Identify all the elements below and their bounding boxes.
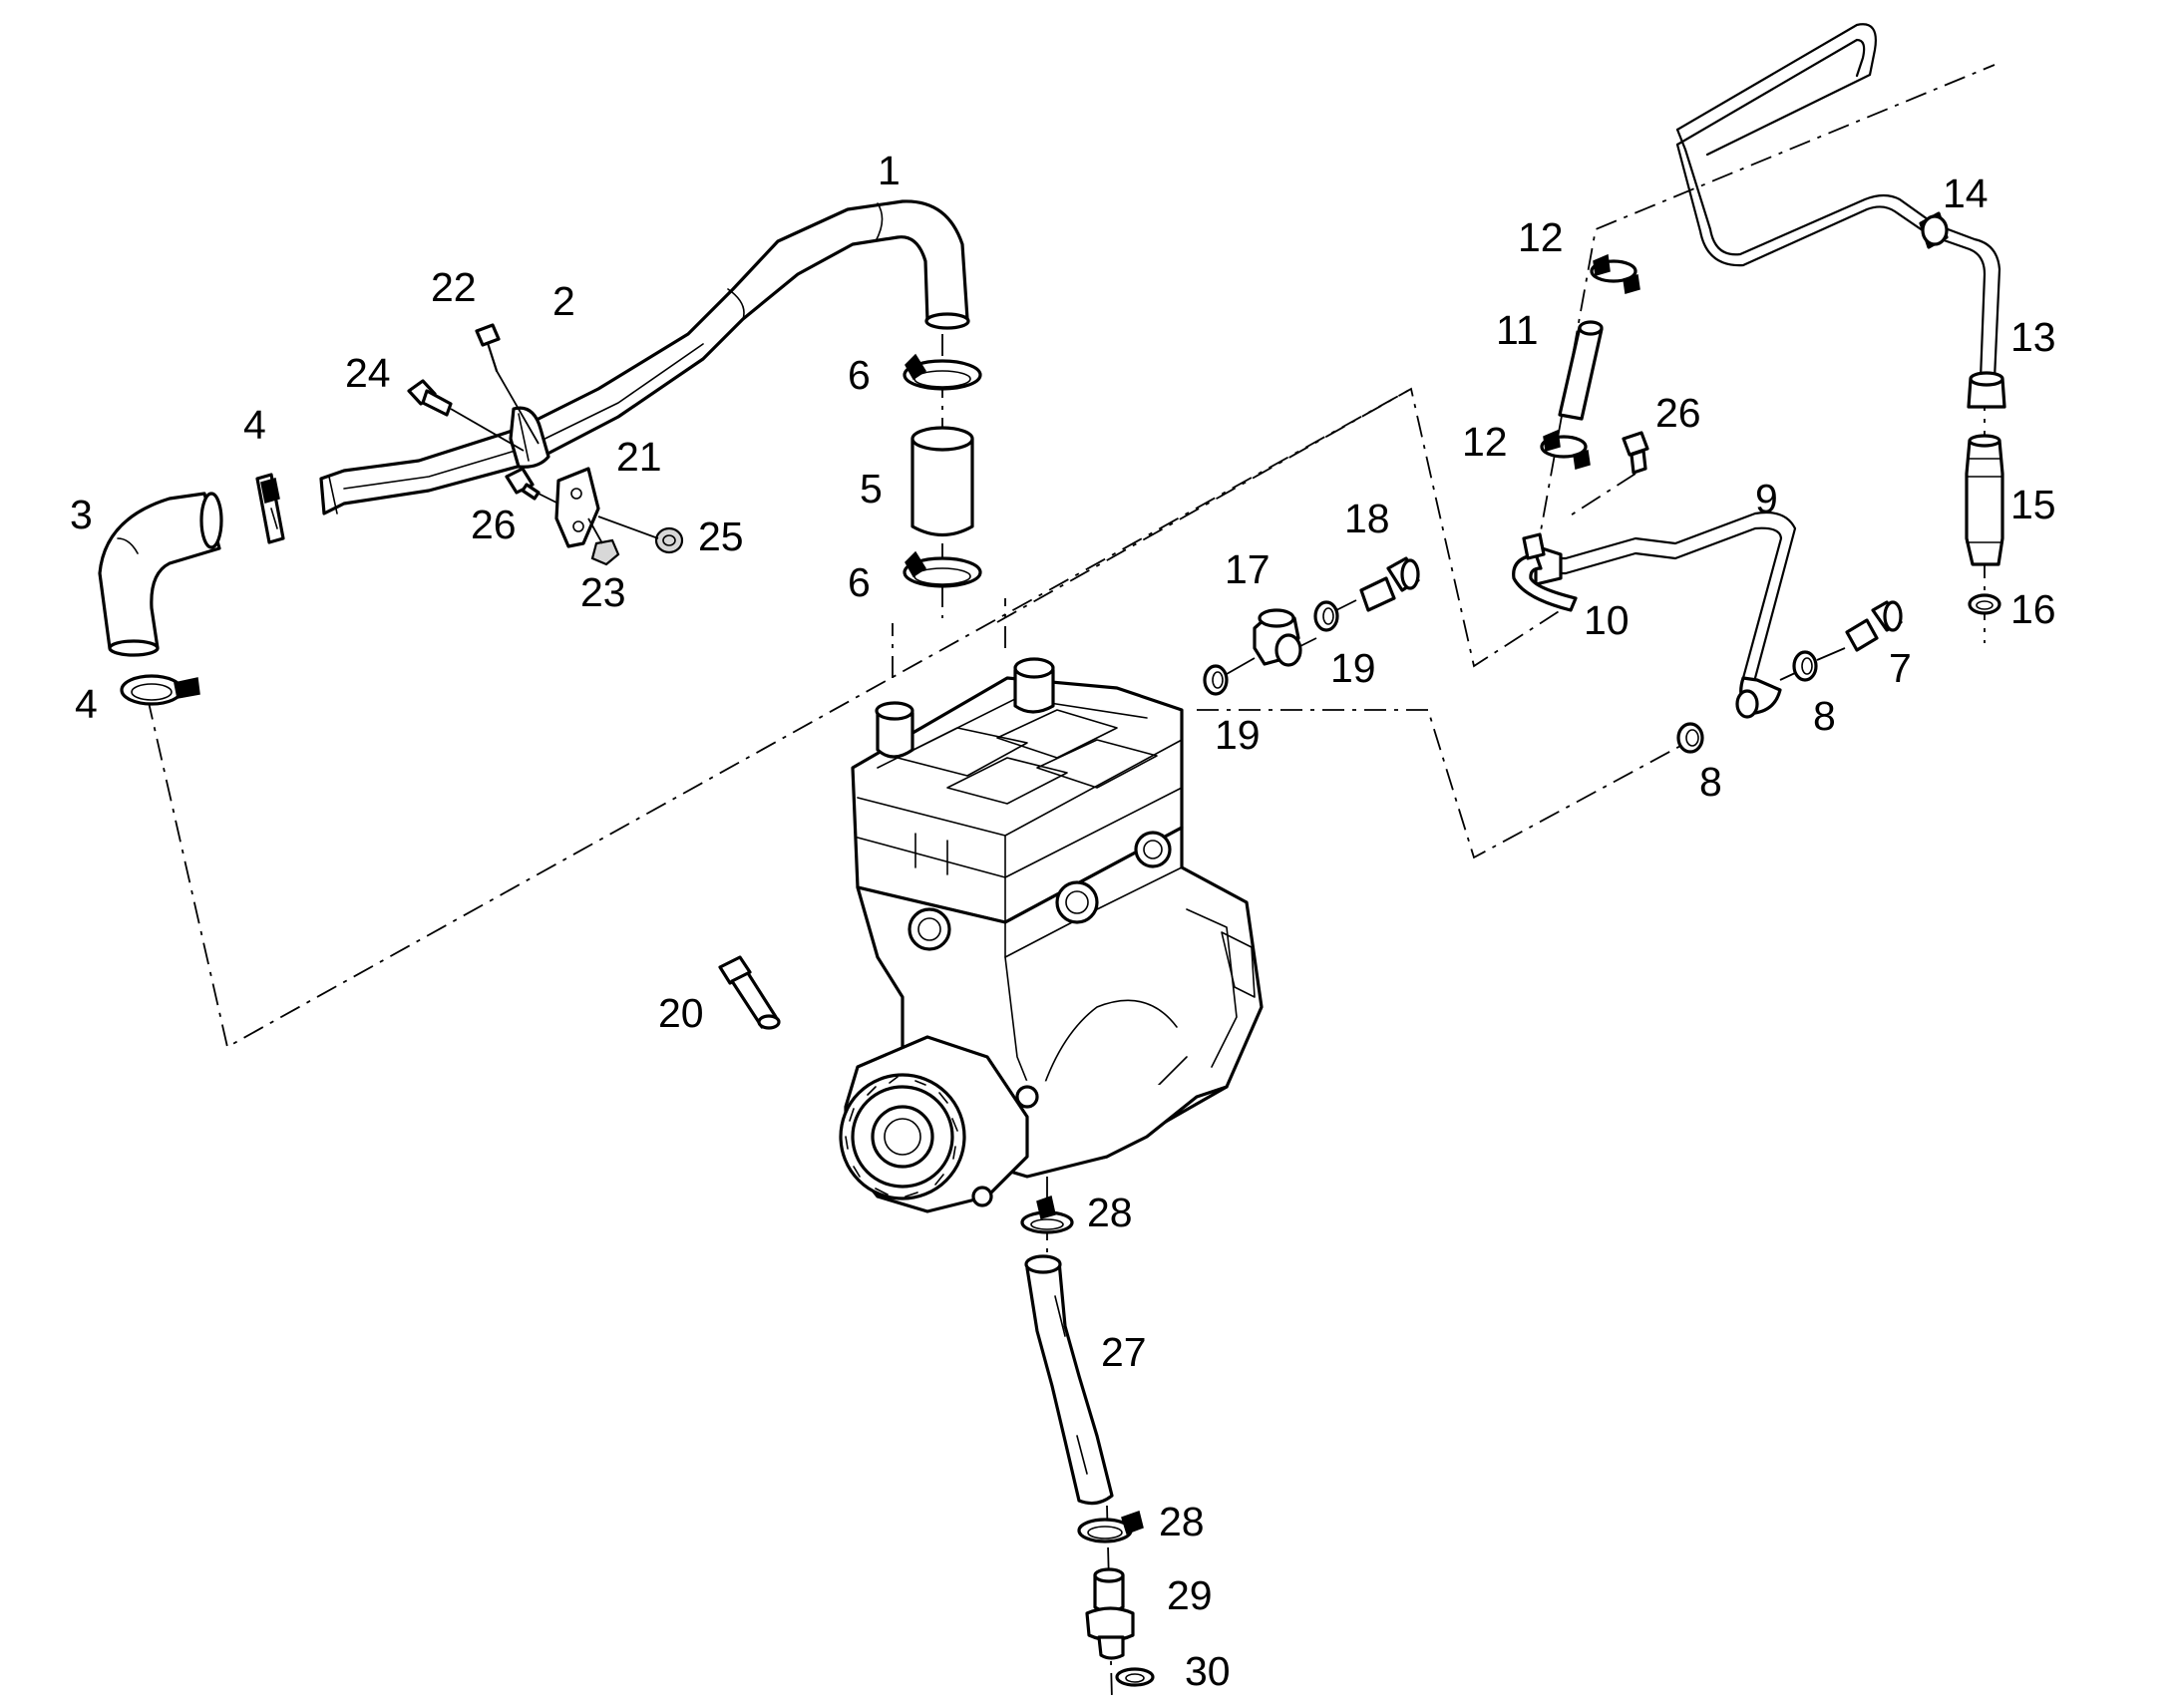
callout-18: 18 (1344, 496, 1390, 541)
callout-29: 29 (1167, 1572, 1213, 1618)
bolt-24 (407, 379, 525, 452)
washer-16 (1968, 593, 2001, 615)
leader-hose3-to-engine (147, 388, 1412, 1049)
callout-28-lower: 28 (1159, 1499, 1205, 1544)
callout-4-lower: 4 (75, 681, 98, 727)
leader-engine-to-fitting8 (1197, 709, 1696, 859)
fitting-20 (718, 955, 781, 1030)
callout-9: 9 (1755, 476, 1778, 521)
nut-25 (597, 515, 684, 554)
fitting-13 (1967, 371, 2006, 409)
callout-6-lower: 6 (848, 559, 871, 605)
callout-11: 11 (1496, 307, 1539, 353)
washer-30 (1115, 1667, 1155, 1687)
bolt-26-right (1622, 431, 1649, 475)
pipe-9 (1534, 511, 1797, 719)
callout-7: 7 (1889, 645, 1912, 691)
engine-port-3 (1134, 831, 1172, 868)
hose-27 (1024, 1254, 1114, 1506)
engine-port-2 (1055, 880, 1099, 924)
banjo-bolt-7 (1845, 600, 1903, 652)
bolt-22 (475, 323, 540, 445)
clamp-6-lower (903, 550, 982, 588)
callout-12-upper: 12 (1518, 214, 1564, 260)
callout-5: 5 (860, 466, 883, 512)
hose-3 (98, 492, 223, 657)
callout-21: 21 (616, 434, 662, 480)
callout-19-lower: 19 (1215, 712, 1261, 758)
clamp-28-upper (1020, 1196, 1074, 1234)
callout-8-right: 8 (1813, 693, 1836, 739)
banjo-bolt-18 (1359, 556, 1420, 612)
washer-19-upper (1313, 599, 1357, 632)
callout-2: 2 (552, 278, 575, 324)
callout-23: 23 (580, 569, 626, 615)
callout-1: 1 (878, 148, 901, 193)
callout-24: 24 (345, 350, 391, 396)
callout-16: 16 (2010, 586, 2056, 632)
bracket-21 (554, 467, 600, 548)
clamp-28-lower (1077, 1511, 1144, 1543)
callout-3: 3 (70, 492, 93, 537)
callout-19-upper: 19 (1330, 645, 1376, 691)
leader-engine-top-to-fitting9 (996, 387, 1565, 668)
engine-drive-gear (839, 1035, 1039, 1213)
callout-12-lower: 12 (1462, 419, 1508, 465)
clamp-12-upper (1590, 253, 1640, 294)
callout-15: 15 (2010, 482, 2056, 527)
callout-28-upper: 28 (1087, 1190, 1133, 1235)
callout-26-left: 26 (471, 502, 517, 547)
nut-23 (587, 517, 620, 566)
engine-port-1 (908, 907, 951, 951)
callout-25: 25 (698, 513, 744, 559)
callout-10: 10 (1584, 597, 1630, 643)
callout-27: 27 (1101, 1329, 1147, 1375)
clamp-4-upper (255, 473, 285, 544)
sleeve-5 (910, 426, 974, 536)
callout-6-upper: 6 (848, 352, 871, 398)
clamp-12-lower (1540, 429, 1591, 470)
fitting-29 (1085, 1567, 1135, 1660)
banjo-fitting-17 (1226, 608, 1317, 675)
sleeve-11 (1558, 320, 1604, 421)
clamp-6-upper (903, 353, 982, 391)
leader-bolt26-right (1565, 473, 1636, 519)
engine-block (839, 657, 1264, 1213)
callout-13: 13 (2010, 314, 2056, 360)
callout-22: 22 (431, 264, 477, 310)
callout-20: 20 (658, 990, 704, 1036)
washer-8-right (1779, 647, 1846, 682)
hose-10 (1512, 532, 1578, 612)
filter-15 (1965, 434, 2004, 566)
clamp-4-lower (120, 674, 200, 706)
callout-14: 14 (1943, 171, 1989, 216)
clip-2 (509, 406, 550, 469)
washer-8-left (1676, 722, 1704, 754)
callout-26-right: 26 (1655, 390, 1701, 436)
callout-8-left: 8 (1699, 759, 1722, 805)
callout-17: 17 (1225, 546, 1271, 592)
bolt-26-left (505, 467, 559, 505)
washer-19-lower (1203, 664, 1229, 696)
callout-4-upper: 4 (243, 402, 266, 448)
callout-numbers: 1 2 3 4 4 5 6 6 7 8 8 9 10 11 12 12 13 1… (70, 148, 2056, 1694)
callout-30: 30 (1185, 1648, 1231, 1694)
pipe-14 (1675, 23, 2001, 381)
